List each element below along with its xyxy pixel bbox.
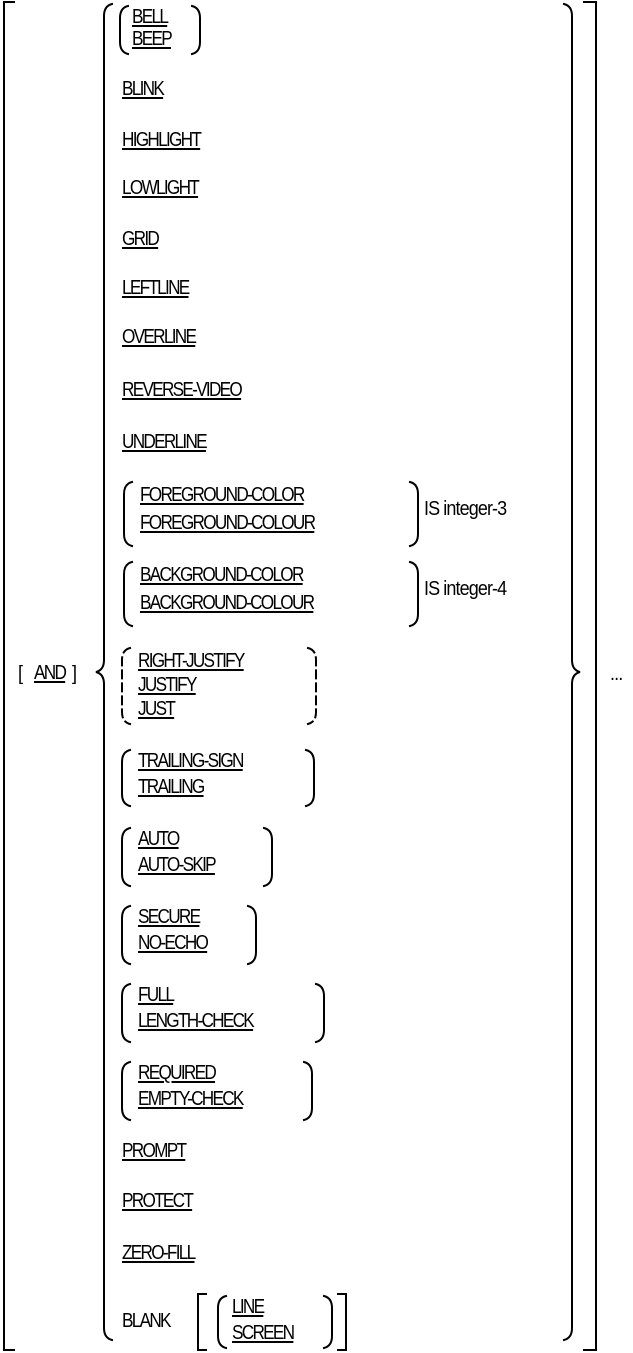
auto-brace-right: [262, 826, 273, 888]
fg-brace-left: [123, 480, 134, 548]
bell-brace-right: [190, 4, 201, 56]
outer-bracket-right: [583, 1, 597, 1351]
justify-keyword: JUSTIFY: [138, 674, 197, 696]
underline-keyword: UNDERLINE: [122, 431, 208, 453]
main-brace-left: [95, 2, 114, 1342]
full-keyword: FULL: [138, 984, 175, 1006]
fg-brace-right: [408, 480, 419, 548]
and-open-bracket: [: [18, 663, 23, 685]
full-brace-left: [121, 982, 132, 1044]
just-keyword: JUST: [138, 698, 176, 720]
bg-brace-left: [123, 560, 134, 628]
grid-keyword: GRID: [122, 228, 160, 250]
beep-keyword: BEEP: [132, 28, 173, 50]
background-colour-keyword: BACKGROUND-COLOUR: [140, 592, 315, 614]
secure-brace-left: [121, 904, 132, 966]
foreground-colour-keyword: FOREGROUND-COLOUR: [140, 512, 316, 534]
blank-keyword: BLANK: [122, 1310, 172, 1332]
trailing-brace-right: [304, 748, 315, 808]
trailing-brace-left: [121, 748, 132, 808]
leftline-keyword: LEFTLINE: [122, 277, 190, 299]
blank-brace-right: [322, 1294, 333, 1350]
background-color-keyword: BACKGROUND-COLOR: [140, 564, 304, 586]
overline-keyword: OVERLINE: [122, 326, 197, 348]
required-brace-right: [302, 1060, 313, 1122]
and-close-bracket: ]: [72, 663, 77, 685]
protect-keyword: PROTECT: [122, 1190, 194, 1212]
ellipsis: ...: [610, 663, 623, 685]
trailing-keyword: TRAILING: [138, 776, 205, 798]
foreground-color-keyword: FOREGROUND-COLOR: [140, 484, 305, 506]
empty-check-keyword: EMPTY-CHECK: [138, 1088, 244, 1110]
auto-keyword: AUTO: [138, 828, 180, 850]
full-brace-right: [314, 982, 325, 1044]
background-suffix: IS integer-4: [424, 578, 507, 600]
required-brace-left: [121, 1060, 132, 1122]
right-justify-keyword: RIGHT-JUSTIFY: [138, 650, 245, 672]
blink-keyword: BLINK: [122, 78, 165, 100]
line-keyword: LINE: [232, 1296, 265, 1318]
zero-fill-keyword: ZERO-FILL: [122, 1242, 196, 1264]
highlight-keyword: HIGHLIGHT: [122, 129, 202, 151]
outer-bracket-left: [3, 1, 15, 1351]
length-check-keyword: LENGTH-CHECK: [138, 1010, 255, 1032]
justify-brace-left: [121, 646, 132, 726]
required-keyword: REQUIRED: [138, 1062, 217, 1084]
main-brace-right: [562, 2, 581, 1342]
secure-brace-right: [246, 904, 257, 966]
secure-keyword: SECURE: [138, 906, 201, 928]
justify-brace-right: [306, 646, 317, 726]
prompt-keyword: PROMPT: [122, 1140, 187, 1162]
foreground-suffix: IS integer-3: [424, 498, 507, 520]
auto-brace-left: [121, 826, 132, 888]
auto-skip-keyword: AUTO-SKIP: [138, 854, 217, 876]
reverse-video-keyword: REVERSE-VIDEO: [122, 379, 243, 401]
no-echo-keyword: NO-ECHO: [138, 932, 209, 954]
bg-brace-right: [408, 560, 419, 628]
bell-brace-left: [119, 4, 130, 56]
blank-brace-left: [217, 1294, 228, 1350]
trailing-sign-keyword: TRAILING-SIGN: [138, 750, 244, 772]
blank-bracket-left: [197, 1293, 207, 1351]
blank-bracket-right: [337, 1293, 347, 1351]
lowlight-keyword: LOWLIGHT: [122, 177, 200, 199]
screen-keyword: SCREEN: [232, 1322, 295, 1344]
and-keyword: AND: [34, 662, 67, 684]
bell-keyword: BELL: [132, 6, 169, 28]
